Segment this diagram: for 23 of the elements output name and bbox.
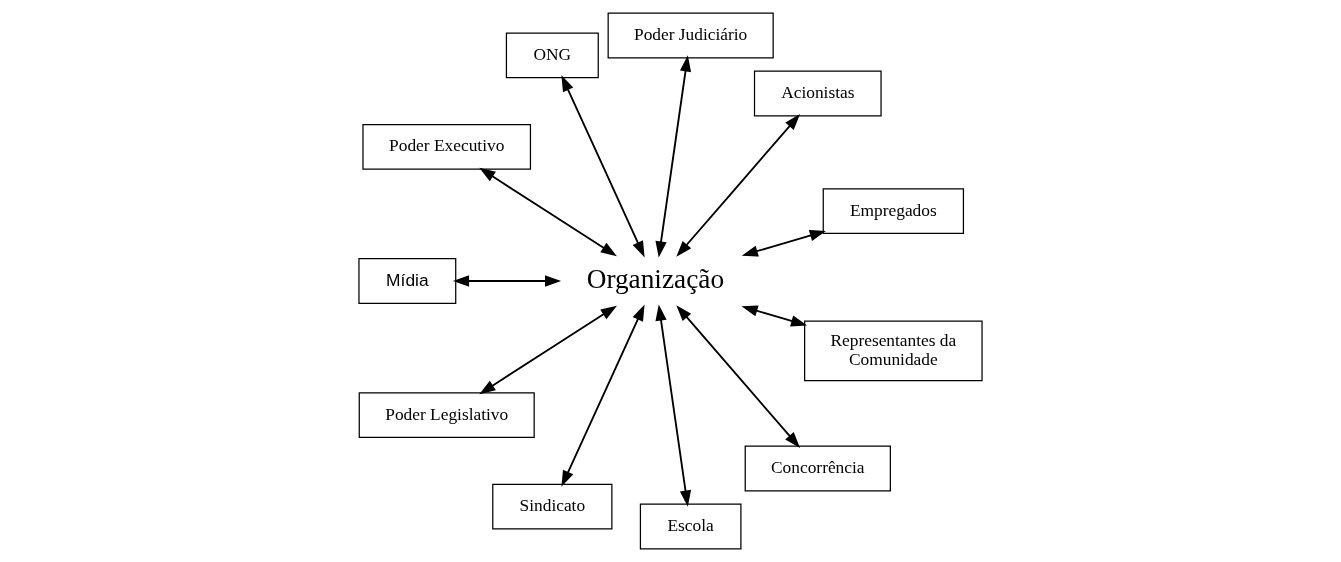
node-text: Organização — [586, 263, 725, 294]
arrow — [479, 305, 617, 395]
arrow — [452, 275, 562, 287]
node-box: Concorrência — [744, 445, 891, 492]
node-box: Acionistas — [753, 70, 882, 117]
arrow — [561, 304, 645, 487]
node-box: Representantes da Comunidade — [804, 320, 983, 382]
node-box: Escola — [639, 503, 742, 550]
arrow — [479, 167, 617, 257]
arrow — [741, 230, 826, 257]
node-box: Poder Judiciário — [607, 12, 774, 59]
node-box: Poder Legislativo — [358, 392, 535, 439]
arrow — [741, 305, 808, 327]
node-box: Poder Executivo — [362, 123, 532, 170]
arrow — [655, 55, 692, 258]
node-box: ONG — [505, 32, 599, 79]
node-box: Sindicato — [492, 483, 613, 530]
arrow — [655, 304, 692, 507]
arrow — [676, 305, 801, 448]
arrow — [561, 75, 645, 258]
arrow — [676, 114, 801, 257]
node-box: Mídia — [358, 258, 457, 304]
node-box: Empregados — [822, 188, 965, 235]
